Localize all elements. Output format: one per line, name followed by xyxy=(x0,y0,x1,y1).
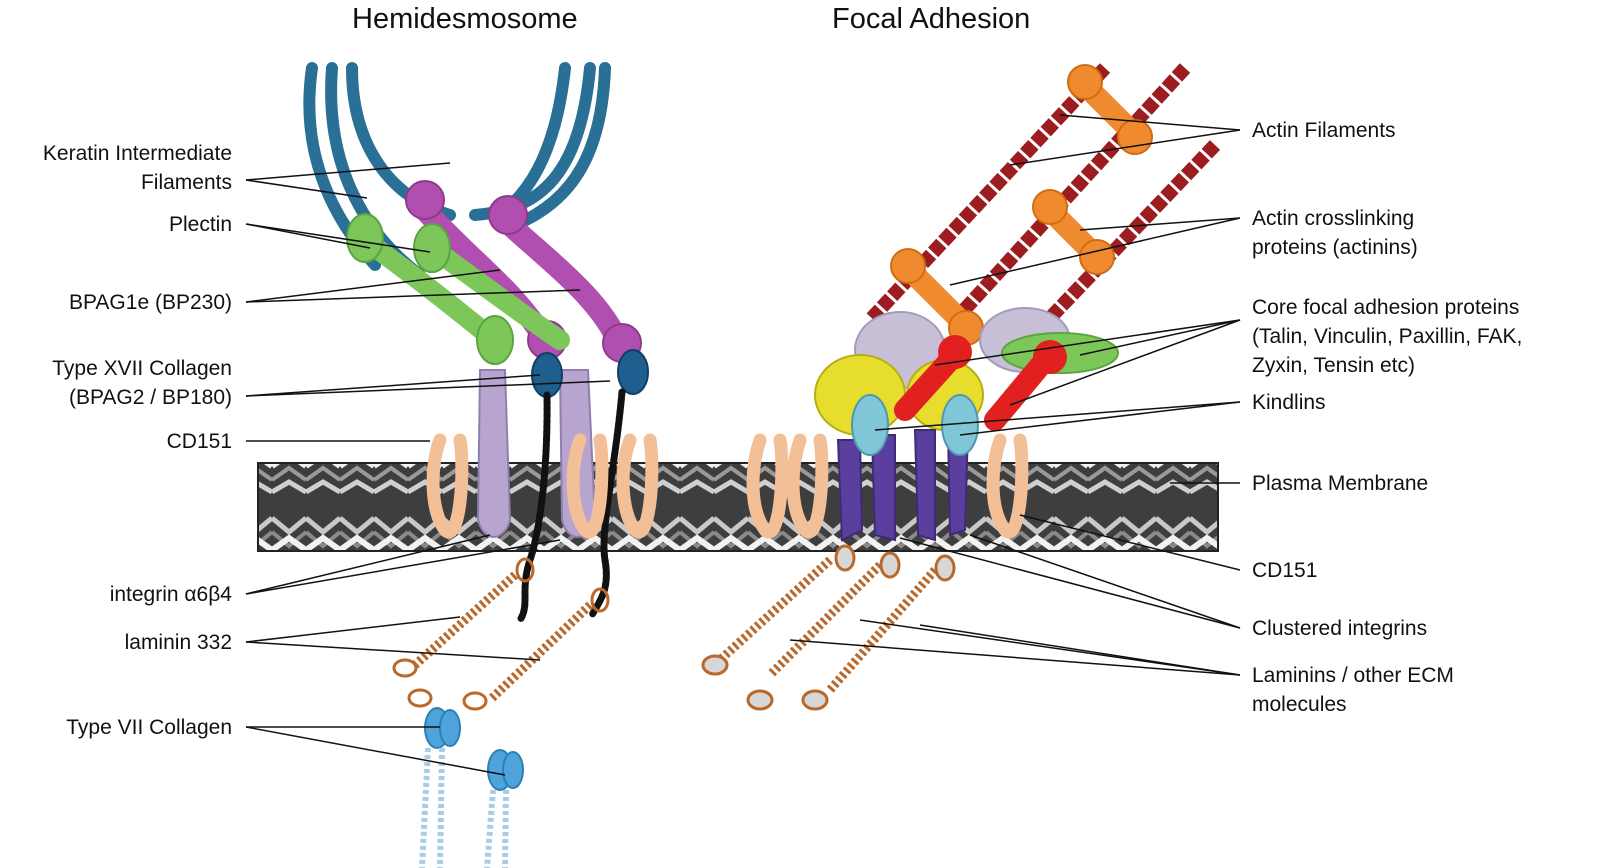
label-crosslinking-line2: proteins (actinins) xyxy=(1252,236,1418,259)
actinin-crosslinkers xyxy=(897,74,1146,336)
core-fa-proteins xyxy=(814,307,1119,436)
ecm-molecules xyxy=(716,556,939,693)
label-laminin-332: laminin 332 xyxy=(124,631,232,654)
label-keratin-line1: Keratin Intermediate xyxy=(42,142,232,165)
label-actin-crosslinking: Actin crosslinking proteins (actinins) xyxy=(1252,204,1418,262)
label-core-fa-proteins: Core focal adhesion proteins (Talin, Vin… xyxy=(1252,293,1522,380)
laminin-332 xyxy=(411,571,594,704)
label-keratin: Keratin Intermediate Filaments xyxy=(0,139,232,197)
label-integrin-a6b4: integrin α6β4 xyxy=(109,583,232,606)
label-kindlins: Kindlins xyxy=(1252,391,1326,414)
label-actin-filaments: Actin Filaments xyxy=(1252,119,1396,142)
label-cd151-right: CD151 xyxy=(1252,559,1318,582)
label-plectin: Plectin xyxy=(168,213,232,236)
label-ecm-line1: Laminins / other ECM xyxy=(1252,664,1454,687)
label-type-xvii-line1: Type XVII Collagen xyxy=(52,357,232,380)
fa-integrins xyxy=(836,429,970,542)
label-type-xvii-collagen: Type XVII Collagen (BPAG2 / BP180) xyxy=(0,354,232,412)
label-core-line3: Zyxin, Tensin etc) xyxy=(1252,354,1416,377)
type-xvii-collagen-tails xyxy=(516,388,626,624)
label-ecm-line2: molecules xyxy=(1252,693,1347,716)
label-clustered-integrins: Clustered integrins xyxy=(1252,617,1428,640)
type-vii-collagen xyxy=(424,707,524,791)
label-type-vii-collagen: Type VII Collagen xyxy=(66,716,232,739)
plectin-heads xyxy=(346,213,514,365)
label-laminins-ecm: Laminins / other ECM molecules xyxy=(1252,661,1454,719)
label-plasma-membrane: Plasma Membrane xyxy=(1252,472,1429,495)
bpag1e-heads xyxy=(405,180,642,363)
laminin-332-ends xyxy=(392,557,610,711)
focal-adhesion-title: Focal Adhesion xyxy=(832,3,1031,35)
plasma-membrane-band xyxy=(257,462,1219,552)
label-type-xvii-line2: (BPAG2 / BP180) xyxy=(68,386,232,409)
label-crosslinking-line1: Actin crosslinking xyxy=(1252,207,1415,230)
type-xvii-collagen-heads xyxy=(531,349,649,398)
label-cd151-left: CD151 xyxy=(166,430,232,453)
ecm-molecule-ends xyxy=(701,544,956,711)
label-core-line2: (Talin, Vinculin, Paxillin, FAK, xyxy=(1252,325,1523,348)
type-vii-collagen-fibrils xyxy=(419,747,509,868)
label-core-line1: Core focal adhesion proteins xyxy=(1252,296,1520,319)
hemidesmosome-title: Hemidesmosome xyxy=(352,3,578,35)
label-bpag1e: BPAG1e (BP230) xyxy=(68,291,232,314)
leader-lines xyxy=(245,114,1241,776)
label-keratin-line2: Filaments xyxy=(140,171,232,194)
cd151-hd xyxy=(426,433,659,539)
cd151-fa xyxy=(746,433,1029,539)
